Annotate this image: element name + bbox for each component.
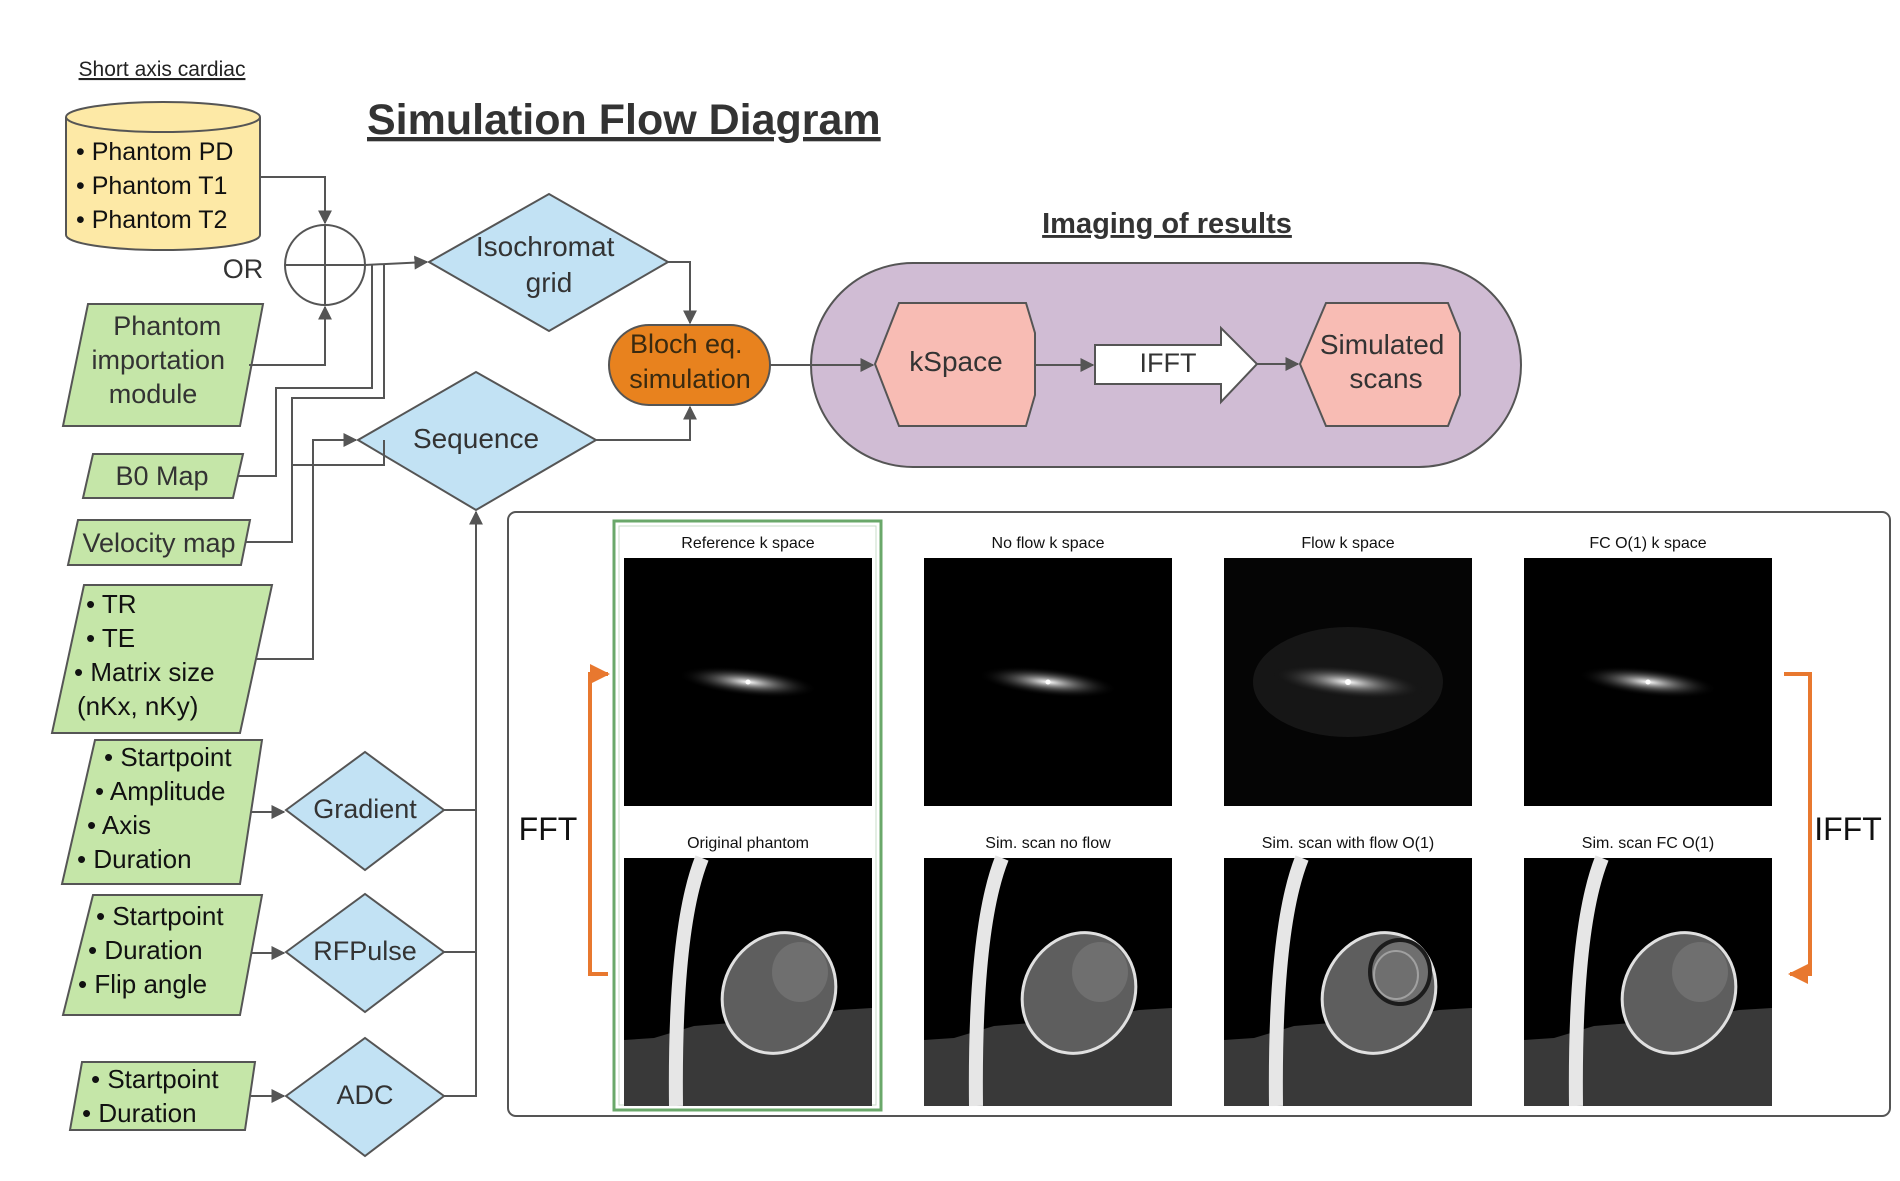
scan-panel-no-flow: Sim. scan no flow <box>924 835 1172 1106</box>
adc-node: ADC <box>284 1036 446 1158</box>
svg-text:kSpace: kSpace <box>909 346 1002 377</box>
scan-panel-flow: Sim. scan with flow O(1) <box>1224 835 1472 1106</box>
bloch-simulation-node: Bloch eq. simulation <box>608 324 771 406</box>
svg-text:• Startpoint • Amplitude: • Startpoint • Amplitude • Axis • Durati… <box>77 742 239 874</box>
sequence-params-input: • TR • TE • Matrix size (nKx, nKy) <box>50 584 274 734</box>
connectors <box>238 176 1300 1103</box>
svg-text:Bloch eq. simulation: Bloch eq. simulation <box>629 329 751 394</box>
rfpulse-node: RFPulse <box>284 892 446 1014</box>
phantom-pd-item: • Phantom PD <box>76 138 233 166</box>
svg-text:Isochromat grid: Isochromat grid <box>476 231 622 298</box>
svg-text:• Startpoint • Duration: • Startpoint • Duration • Flip angle <box>78 901 231 999</box>
phantom-database: • Phantom PD • Phantom T1 • Phantom T2 <box>65 101 261 251</box>
svg-text:B0 Map: B0 Map <box>115 461 208 491</box>
velocity-map-input: Velocity map <box>66 519 252 566</box>
ifft-side-label: IFFT <box>1814 811 1882 847</box>
kspace-panel-flow: Flow k space <box>1224 535 1472 806</box>
svg-text:RFPulse: RFPulse <box>313 936 417 966</box>
rf-params-input: • Startpoint • Duration • Flip angle <box>61 894 264 1016</box>
kspace-title-fc: FC O(1) k space <box>1589 535 1706 552</box>
phantom-t2-item: • Phantom T2 <box>76 206 227 234</box>
or-to-isochromat-connector <box>364 255 429 270</box>
sequence-to-bloch-connector <box>596 405 697 441</box>
svg-text:IFFT: IFFT <box>1140 348 1197 378</box>
subtitle-text: Short axis cardiac <box>79 58 246 81</box>
kspace-panel-reference: Reference k space <box>624 535 872 806</box>
kspace-title-flow: Flow k space <box>1301 535 1394 552</box>
scan-title-no-flow: Sim. scan no flow <box>985 835 1111 852</box>
gradient-params-input: • Startpoint • Amplitude • Axis • Durati… <box>60 739 264 885</box>
sequence-node: Sequence <box>356 370 599 512</box>
svg-text:Gradient: Gradient <box>313 794 417 824</box>
velocity-to-isochromat-connector <box>246 264 385 543</box>
adc-params-input: • Startpoint • Duration <box>68 1061 257 1131</box>
or-combiner <box>284 224 366 306</box>
simulated-scans-node: Simulated scans <box>1298 302 1461 427</box>
svg-text:Velocity map: Velocity map <box>82 528 235 558</box>
b0-map-input: B0 Map <box>81 453 245 499</box>
svg-text:• Startpoint • Duration: • Startpoint • Duration <box>82 1064 226 1128</box>
reference-column-highlight <box>612 519 883 1112</box>
fft-label: FFT <box>519 811 578 847</box>
results-title: Imaging of results <box>1042 208 1292 240</box>
svg-text:Simulated scans: Simulated scans <box>1320 329 1452 394</box>
kspace-title-no-flow: No flow k space <box>992 535 1105 552</box>
kspace-panel-fc: FC O(1) k space <box>1524 535 1772 806</box>
svg-text:ADC: ADC <box>336 1080 393 1110</box>
svg-text:Sequence: Sequence <box>413 423 539 454</box>
adc-to-bus-connector <box>444 510 483 1097</box>
scan-title-flow: Sim. scan with flow O(1) <box>1262 835 1434 852</box>
kspace-title-reference: Reference k space <box>681 535 815 552</box>
ifft-block-arrow: IFFT <box>1094 325 1259 405</box>
scan-panel-original: Original phantom <box>624 835 872 1106</box>
velocity-to-sequence-connector <box>291 440 385 542</box>
b0-to-isochromat-connector <box>238 264 373 477</box>
page-title: Simulation Flow Diagram <box>367 96 881 144</box>
isochromat-to-bloch-connector <box>668 261 697 325</box>
or-label: OR <box>223 254 264 284</box>
scan-title-original: Original phantom <box>687 835 809 852</box>
phantom-t1-item: • Phantom T1 <box>76 172 227 200</box>
gradient-node: Gradient <box>284 750 446 872</box>
fft-arrow <box>588 664 610 976</box>
kspace-panel-no-flow: No flow k space <box>924 535 1172 806</box>
isochromat-grid-node: Isochromat grid <box>426 192 671 333</box>
svg-text:Phantom importation: Phantom importation module <box>91 311 232 409</box>
ifft-arrow <box>1784 672 1812 984</box>
import-to-or-connector <box>249 305 332 366</box>
params-to-sequence-connector <box>256 433 358 660</box>
svg-text:• TR • TE • Matrix: • TR • TE • Matrix size (nKx, nKy) <box>74 589 222 721</box>
scan-title-fc: Sim. scan FC O(1) <box>1582 835 1714 852</box>
kspace-node: kSpace <box>873 302 1036 427</box>
phantom-import-module: Phantom importation module <box>61 303 265 427</box>
db-to-or-connector <box>260 176 332 225</box>
svg-text:• Phantom PD • Phantom T: • Phantom PD • Phantom T1 • Phantom T2 <box>76 138 240 234</box>
scan-panel-fc: Sim. scan FC O(1) <box>1524 835 1772 1106</box>
